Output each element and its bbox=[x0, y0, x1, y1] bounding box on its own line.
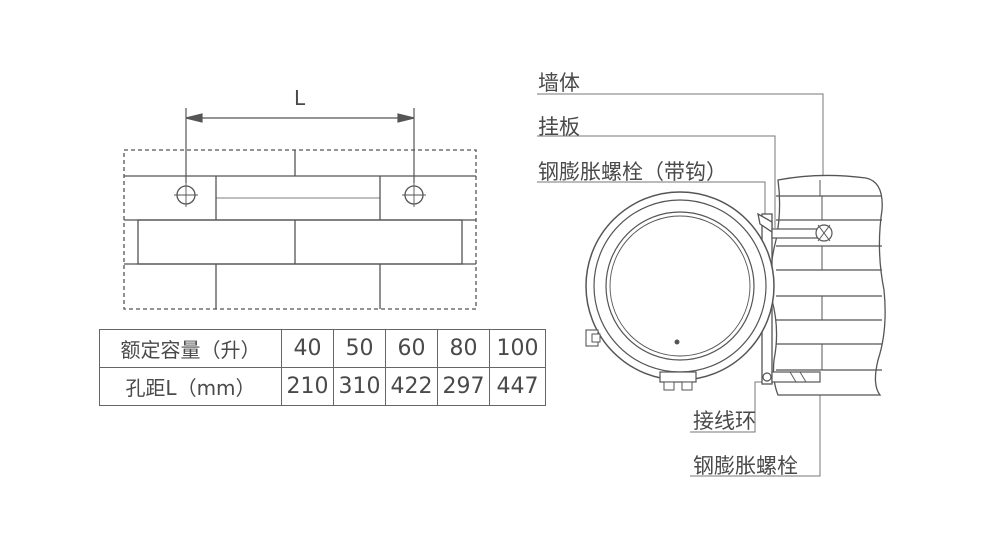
table-row-spacing: 孔距L（mm） 210 310 422 297 447 bbox=[99, 367, 546, 406]
table-cell: 422 bbox=[385, 367, 438, 406]
wall-brick-layout bbox=[123, 149, 477, 310]
expansion-bolt bbox=[762, 371, 821, 383]
row-header-spacing: 孔距L（mm） bbox=[99, 367, 282, 406]
wall-side-section bbox=[770, 174, 886, 396]
table-cell: 60 bbox=[385, 329, 438, 368]
callout-hanging-plate: 挂板 bbox=[538, 115, 580, 139]
bolt-hole-left bbox=[174, 183, 198, 207]
hook-bolt bbox=[771, 224, 833, 242]
table-cell: 100 bbox=[489, 329, 546, 368]
table-cell: 447 bbox=[489, 367, 546, 406]
table-cell: 310 bbox=[333, 367, 386, 406]
dimension-label-L: L bbox=[294, 86, 306, 110]
row-header-capacity: 额定容量（升） bbox=[99, 329, 282, 368]
table-row-capacity: 额定容量（升） 40 50 60 80 100 bbox=[99, 329, 546, 368]
water-heater-tank bbox=[585, 191, 775, 391]
table-cell: 210 bbox=[281, 367, 334, 406]
table-cell: 40 bbox=[281, 329, 334, 368]
table-cell: 80 bbox=[437, 329, 490, 368]
table-cell: 297 bbox=[437, 367, 490, 406]
callout-ground-ring: 接线环 bbox=[693, 409, 756, 433]
callout-wall: 墙体 bbox=[538, 71, 580, 95]
arrow-left-icon bbox=[185, 113, 203, 123]
callout-leaders bbox=[537, 93, 824, 477]
wall-boundary-dashed bbox=[123, 149, 477, 310]
arrow-right-icon bbox=[397, 113, 415, 123]
capacity-spacing-table: 额定容量（升） 40 50 60 80 100 孔距L（mm） 210 310 … bbox=[99, 329, 546, 406]
table-cell: 50 bbox=[333, 329, 386, 368]
callout-expansion-bolt: 钢膨胀螺栓 bbox=[693, 454, 798, 478]
callout-hook-bolt: 钢膨胀螺栓（带钩） bbox=[538, 160, 727, 184]
bolt-hole-right bbox=[402, 183, 426, 207]
dimension-line-L bbox=[185, 108, 415, 183]
